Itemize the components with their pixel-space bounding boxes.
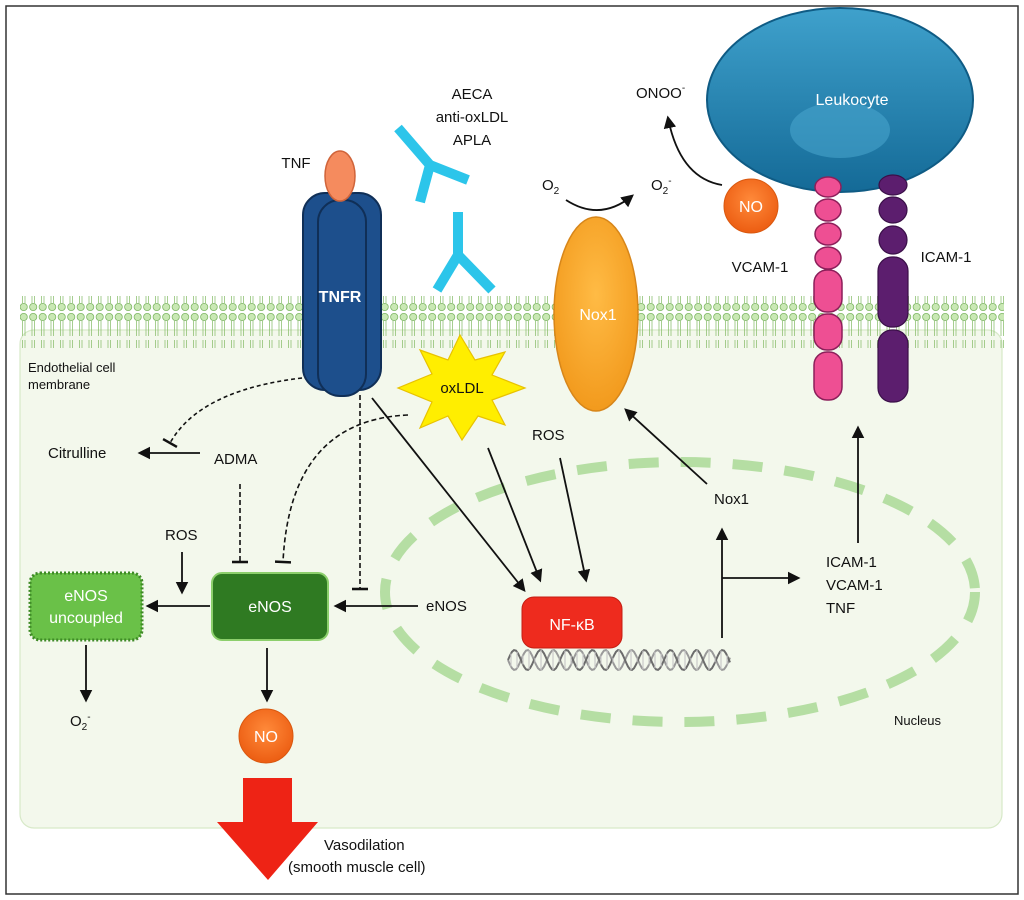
enos-uncoupled-line2: uncoupled <box>49 610 123 627</box>
nox1-membrane-label: Nox1 <box>579 307 616 324</box>
enos-uncoupled-line1: eNOS <box>64 588 108 605</box>
tnf-label: TNF <box>281 155 310 172</box>
leukocyte-label: Leukocyte <box>816 92 889 109</box>
antibody-free <box>394 124 470 204</box>
nox1-nucleus-label: Nox1 <box>714 491 749 508</box>
enos-box <box>211 572 329 641</box>
anti-oxldl-label: anti-oxLDL <box>436 109 509 126</box>
genes-icam1-label: ICAM-1 <box>826 554 877 571</box>
tnfr-label: TNFR <box>319 289 362 306</box>
no-bottom-circle <box>238 708 294 764</box>
aeca-label: AECA <box>452 86 493 103</box>
dna-helix <box>507 649 731 671</box>
arrow-ros-to-nfkb <box>559 457 591 583</box>
vasodilation-arrow <box>217 778 318 880</box>
arrow-tnfr-to-nfkb <box>371 397 526 592</box>
nucleus-label: Nucleus <box>894 713 941 728</box>
nfkb-box <box>521 596 623 649</box>
citrulline-label: Citrulline <box>48 445 106 462</box>
no-top-label: NO <box>739 199 763 216</box>
vasodilation-line2: (smooth muscle cell) <box>288 859 426 876</box>
nfkb-label: NF-κB <box>549 617 594 634</box>
antibody-bound <box>432 212 496 294</box>
nucleus-boundary <box>380 457 980 727</box>
genes-vcam1-label: VCAM-1 <box>826 577 883 594</box>
nox1-membrane <box>553 216 639 412</box>
tnf-ligand <box>324 150 356 202</box>
adma-label: ADMA <box>214 451 257 468</box>
inhibit-oxldl-to-enos <box>274 414 409 564</box>
oxldl-particle <box>396 333 527 442</box>
cell-membrane <box>20 296 1004 348</box>
o2-left-label: O2 <box>542 177 560 197</box>
enos-label: eNOS <box>248 599 292 616</box>
arrow-o2-to-superoxide <box>565 194 634 211</box>
arrow-nox1-to-membrane <box>624 408 708 485</box>
inhibit-tnfr-to-ddah <box>162 377 303 449</box>
o2-bottom-label: O2- <box>70 712 91 733</box>
enos-uncoupled-box <box>28 571 144 642</box>
onoo-label: ONOO- <box>636 83 685 102</box>
apla-label: APLA <box>453 132 491 149</box>
enos-transcript-label: eNOS <box>426 598 467 615</box>
no-top-circle <box>723 178 779 234</box>
icam1-molecule <box>877 174 909 403</box>
arrow-oxldl-to-nfkb <box>487 447 543 583</box>
ros-oxldl-label: ROS <box>532 427 565 444</box>
membrane-label-line2: membrane <box>28 377 90 392</box>
no-bottom-label: NO <box>254 729 278 746</box>
arrow-to-onoo <box>663 115 723 186</box>
leukocyte <box>706 7 974 193</box>
vcam1-molecule <box>813 176 843 401</box>
membrane-label-line1: Endothelial cell <box>28 360 116 375</box>
ros-left-label: ROS <box>165 527 198 544</box>
tnfr-receptor <box>302 192 382 397</box>
vcam1-label: VCAM-1 <box>732 259 789 276</box>
genes-tnf-label: TNF <box>826 600 855 617</box>
o2-superoxide-label: O2- <box>651 176 672 197</box>
oxldl-label: oxLDL <box>440 380 483 397</box>
vasodilation-line1: Vasodilation <box>324 837 405 854</box>
icam1-label: ICAM-1 <box>921 249 972 266</box>
